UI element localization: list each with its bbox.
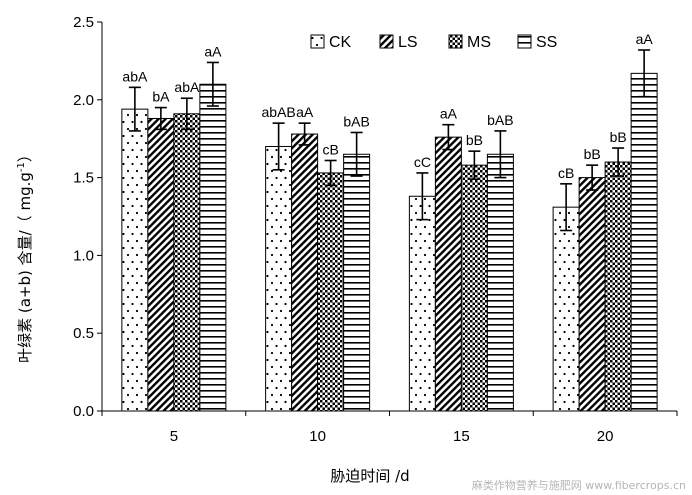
bar-ls (291, 133, 319, 412)
legend-label: MS (467, 34, 491, 51)
significance-label: bAB (343, 113, 369, 129)
significance-label: cC (414, 154, 431, 170)
legend-label: SS (536, 34, 557, 51)
legend-swatch (448, 34, 463, 49)
significance-label: aA (296, 104, 314, 120)
y-tick-label: 0.5 (73, 325, 94, 342)
y-tick-label: 1.5 (73, 170, 94, 187)
x-tick-label: 5 (170, 428, 178, 445)
legend-label: CK (329, 34, 352, 51)
bar-ms (604, 161, 632, 412)
significance-label: aA (636, 31, 654, 47)
watermark: 麻类作物营养与施肥网 www.fibercrops.cn (472, 478, 686, 492)
bar-ck (408, 195, 436, 412)
significance-label: cB (322, 141, 338, 157)
legend-swatch (310, 34, 325, 49)
bar-ls (434, 136, 462, 412)
bar-ms (173, 113, 201, 412)
bar-ck (121, 108, 149, 412)
x-axis-label: 胁迫时间 /d (330, 467, 409, 485)
legend-swatch (517, 34, 532, 49)
bar-ms (460, 164, 488, 412)
significance-label: bA (152, 89, 170, 105)
significance-label: aA (204, 43, 222, 59)
y-tick-label: 1.0 (73, 247, 94, 264)
significance-label: bB (610, 129, 627, 145)
legend-swatch (379, 34, 394, 49)
significance-label: bAB (487, 112, 513, 128)
significance-label: abAB (262, 104, 296, 120)
legend-item-ck: CK (310, 34, 352, 51)
plot-area: 0.0 0.5 1.0 1.5 2.0 2.5 5 10 15 20 abA abAB cC cB bA aA… (73, 14, 678, 445)
x-tick-label: 15 (453, 428, 470, 445)
bar-ls (578, 177, 606, 412)
legend-item-ls: LS (379, 34, 418, 51)
legend-item-ss: SS (517, 34, 557, 51)
bar-ss (486, 153, 514, 412)
significance-label: cB (558, 165, 574, 181)
legend-item-ms: MS (448, 34, 491, 51)
y-tick-label: 2.5 (73, 14, 94, 31)
y-axis-label: 叶绿素 (a+b) 含量/（ mg.g-1） (16, 147, 34, 363)
x-tick-label: 20 (597, 428, 614, 445)
legend-label: LS (398, 34, 418, 51)
significance-label: aA (440, 106, 458, 122)
significance-label: bB (584, 146, 601, 162)
bar-ls (147, 117, 175, 412)
significance-label: bB (466, 132, 483, 148)
significance-label: abA (174, 79, 200, 95)
bar-ms (317, 172, 345, 412)
y-tick-label: 2.0 (73, 92, 94, 109)
y-tick-label: 0.0 (73, 403, 94, 420)
significance-label: abA (122, 68, 148, 84)
bar-ss (199, 83, 227, 412)
bar-ck (265, 145, 293, 412)
bar-ss (343, 153, 371, 412)
bar-ck (552, 206, 580, 412)
x-tick-label: 10 (309, 428, 326, 445)
bar-ss (630, 72, 658, 412)
